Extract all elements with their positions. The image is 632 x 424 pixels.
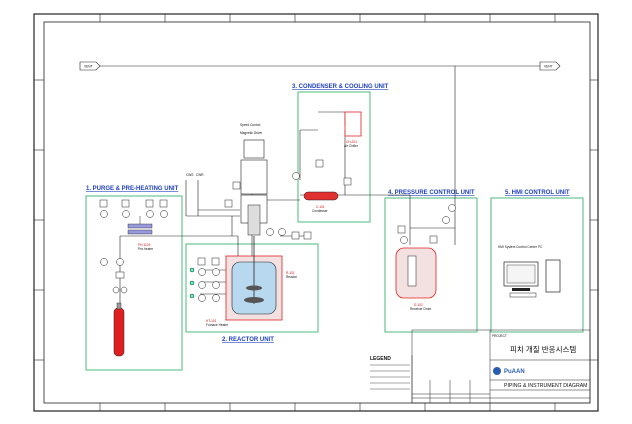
pressure-instruments [397,204,456,244]
pressure-unit-box [384,197,478,333]
hmi-unit-title: 5. HMI CONTROL UNIT [505,190,570,196]
legend-title: LEGEND [370,356,391,362]
gas-cylinder [113,302,125,357]
receiver-drum [395,247,437,299]
chiller-tag: CH-201 [346,140,357,144]
chiller-name: Air Chiller [344,144,359,148]
preheater-name: Pre-heater [138,247,154,251]
furnace-name: Furnace Heater [206,323,229,327]
condenser-unit-box [297,91,371,223]
condenser-instruments [292,159,352,186]
hmi-unit-box [490,197,584,333]
reactor-name: Reactor [286,275,298,279]
receiver-tag: D-102 [414,303,423,307]
purge-unit-title: 1. PURGE & PRE-HEATING UNIT [86,186,179,192]
condenser-tag: C-101 [316,205,325,209]
reactor-tag: R-101 [286,271,295,275]
agitator-drive [240,139,268,236]
furnace-tag: HT-101 [206,319,217,323]
drawing-title: PIPING & INSTRUMENT DIAGRAM [504,383,588,389]
company-logo-icon [493,367,501,375]
reactor-instruments [189,181,312,302]
company-name: PuAAN [504,369,525,375]
vent-right-tag [539,61,561,71]
vent-left-label: VENT [84,65,93,69]
vent-header-line [79,61,561,71]
condenser-equipment [303,191,339,201]
reactor-unit-title: 2. REACTOR UNIT [222,337,274,343]
reactor-vessel [225,236,283,321]
vent-left-tag [79,61,101,71]
preheater-equipment [127,216,153,235]
sheet-inner-border [43,21,591,404]
cwr-label: CWR [196,173,204,177]
hmi-label: HMI System Control Center PC [498,245,543,249]
condenser-name: Condenser [312,209,329,213]
drive-label: Speed Control [240,123,261,127]
title-block [411,329,591,404]
legend-block [370,355,413,403]
sheet-outer-border [33,13,599,412]
chiller-equipment [344,111,362,137]
motor-label: Magnetic Driver [240,131,263,135]
hmi-workstation [503,259,561,298]
purge-unit-box [85,195,183,371]
project-name: 피치 개질 반응시스템 [510,344,576,354]
condenser-unit-title: 3. CONDENSER & COOLING UNIT [292,84,389,90]
receiver-name: Receiver Drum [410,307,432,311]
zone-ticks [34,14,598,411]
vent-right-label: VENT [544,65,553,69]
purge-instruments [99,199,168,294]
cws-label: CWS [186,173,193,177]
preheater-tag: PH-1103 [138,243,151,247]
project-label: PROJECT [492,334,507,338]
pressure-unit-title: 4. PRESSURE CONTROL UNIT [388,190,475,196]
